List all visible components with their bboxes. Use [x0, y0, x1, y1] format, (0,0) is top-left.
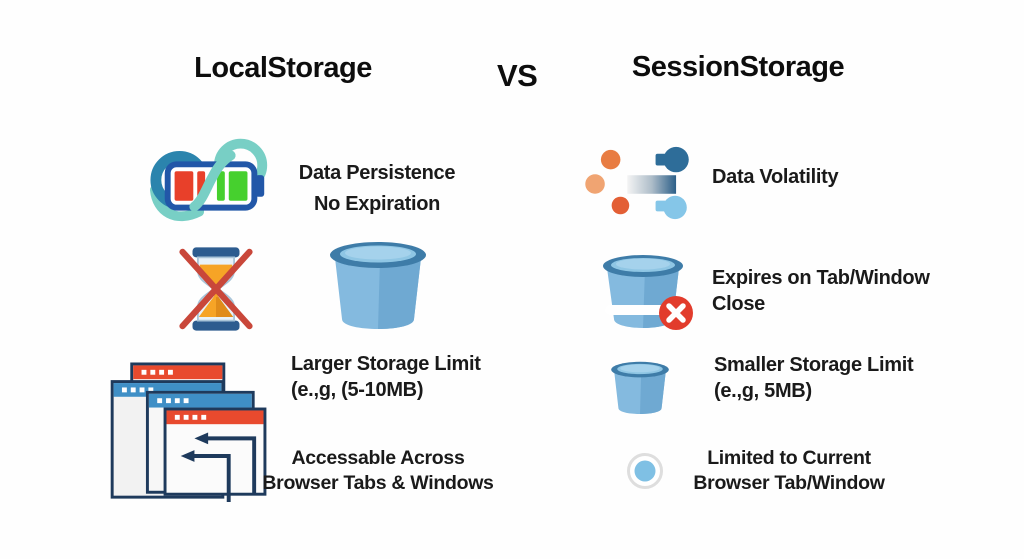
bucket-large-icon — [323, 236, 433, 332]
vs-label: VS — [497, 58, 538, 93]
smaller-storage-line1: Smaller Storage Limit — [714, 354, 914, 376]
larger-storage-limit-text: Larger Storage Limit (e.,g, (5-10MB) — [291, 351, 521, 403]
data-persistence-line1: Data Persistence — [298, 162, 456, 184]
hourglass-crossed-icon — [166, 242, 266, 336]
larger-storage-line1: Larger Storage Limit — [291, 353, 481, 375]
session-storage-title: SessionStorage — [631, 51, 845, 83]
data-volatility-text: Data Volatility — [712, 164, 932, 190]
limited-line1: Limited to Current — [707, 447, 871, 469]
data-persistence-line2: No Expiration — [313, 193, 441, 215]
bucket-cross-icon — [597, 249, 699, 339]
bucket-small-icon — [607, 357, 673, 417]
data-persistence-text: Data Persistence No Expiration — [282, 158, 472, 220]
expires-line1: Expires on Tab/Window — [712, 267, 930, 289]
larger-storage-line2: (e.,g, (5-10MB) — [291, 379, 424, 401]
accessable-line1: Accessable Across — [291, 447, 465, 469]
scatter-volatility-icon — [584, 144, 692, 226]
accessable-line2: Browser Tabs & Windows — [262, 472, 494, 494]
data-volatility-line1: Data Volatility — [712, 166, 839, 188]
session-scope-dot-icon — [626, 452, 664, 490]
smaller-storage-line2: (e.,g, 5MB) — [714, 380, 812, 402]
infinity-battery-icon — [148, 134, 278, 234]
browser-windows-stack-icon — [110, 362, 272, 504]
limited-line2: Browser Tab/Window — [693, 472, 885, 494]
limited-scope-text: Limited to Current Browser Tab/Window — [684, 446, 894, 496]
accessable-across-text: Accessable Across Browser Tabs & Windows — [258, 446, 498, 496]
expires-text: Expires on Tab/Window Close — [712, 265, 942, 317]
expires-line2: Close — [712, 293, 765, 315]
smaller-storage-limit-text: Smaller Storage Limit (e.,g, 5MB) — [714, 352, 944, 404]
local-storage-title: LocalStorage — [194, 52, 372, 84]
